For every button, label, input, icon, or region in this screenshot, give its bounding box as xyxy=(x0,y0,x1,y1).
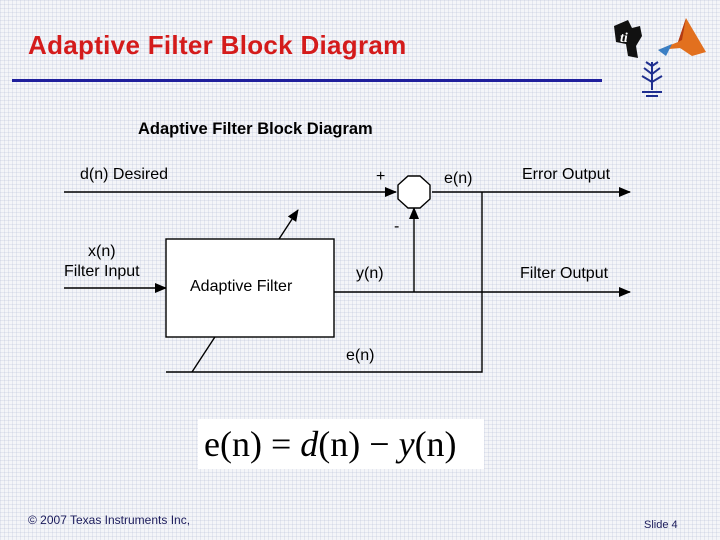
equation-y: y xyxy=(398,424,415,464)
equation-d-arg: (n) xyxy=(318,424,361,464)
equation-equals: = xyxy=(261,424,301,464)
equation-d: d xyxy=(300,424,319,464)
matlab-logo-icon xyxy=(658,18,706,56)
minus-sign: - xyxy=(394,218,400,235)
equation-minus: − xyxy=(360,424,399,464)
output-signal-label: y(n) xyxy=(356,265,384,282)
desired-label: d(n) Desired xyxy=(80,166,169,183)
slide-number: Slide 4 xyxy=(644,519,678,531)
svg-text:ti: ti xyxy=(620,31,628,46)
error-output-label: Error Output xyxy=(522,166,611,183)
filter-input-label: Filter Input xyxy=(64,263,140,280)
footer-copyright: © 2007 Texas Instruments Inc, xyxy=(28,513,191,527)
error-equation: e(n) = d(n) − y(n) xyxy=(198,419,484,469)
filter-box-label: Adaptive Filter xyxy=(190,278,293,295)
error-signal-top: e(n) xyxy=(444,170,473,187)
plus-sign: + xyxy=(376,168,386,185)
equation-lhs: e(n) xyxy=(204,424,262,464)
error-feedback-line xyxy=(166,192,483,373)
summing-node xyxy=(397,175,431,209)
input-signal-label: x(n) xyxy=(88,243,116,260)
error-feedback-label: e(n) xyxy=(346,347,375,364)
title-underline xyxy=(12,79,602,82)
slide-title: Adaptive Filter Block Diagram xyxy=(28,30,407,60)
ti-logo-icon: ti xyxy=(614,20,642,58)
logos: ti xyxy=(614,18,706,97)
university-emblem-icon xyxy=(641,61,663,97)
adaptive-filter-box xyxy=(165,238,335,338)
equation-y-arg: (n) xyxy=(414,424,457,464)
diagram-title: Adaptive Filter Block Diagram xyxy=(138,120,373,138)
filter-output-label: Filter Output xyxy=(520,265,609,282)
